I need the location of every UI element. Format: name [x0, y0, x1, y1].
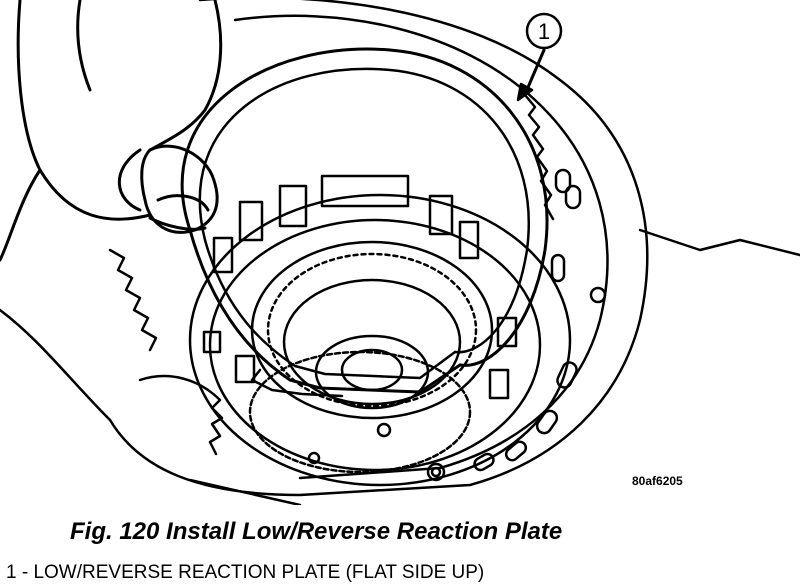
- drum-splines: [202, 174, 518, 400]
- lower-gear-hole: [376, 422, 392, 438]
- lower-gear: [248, 350, 472, 474]
- figure-id: 80af6205: [632, 474, 683, 488]
- shaft-outer: [314, 334, 430, 410]
- gear-hub-inner: [282, 278, 462, 406]
- case-outline: [108, 0, 649, 497]
- callout-arrowhead: [516, 82, 534, 102]
- case-bottom-edge: [188, 478, 302, 505]
- clutch-ring-mid: [208, 218, 542, 472]
- gear-hub-teeth: [266, 252, 478, 408]
- case-left-edge: [0, 308, 112, 422]
- callout-1: 1: [525, 12, 563, 50]
- clutch-ring-outer: [188, 193, 572, 487]
- reaction-plate: [180, 47, 555, 398]
- transmission-illustration: 1: [0, 0, 800, 505]
- case-outline-inner: [233, 14, 609, 480]
- hand: [0, 0, 223, 262]
- left-gear: [108, 248, 158, 352]
- callout-number: 1: [538, 19, 550, 44]
- bottom-left-gear: [138, 374, 224, 456]
- figure-caption: Fig. 120 Install Low/Reverse Reaction Pl…: [70, 518, 563, 545]
- legend-item: 1 - LOW/REVERSE REACTION PLATE (FLAT SID…: [6, 562, 485, 583]
- case-right-edge: [638, 228, 800, 257]
- callout-leader: [524, 48, 546, 94]
